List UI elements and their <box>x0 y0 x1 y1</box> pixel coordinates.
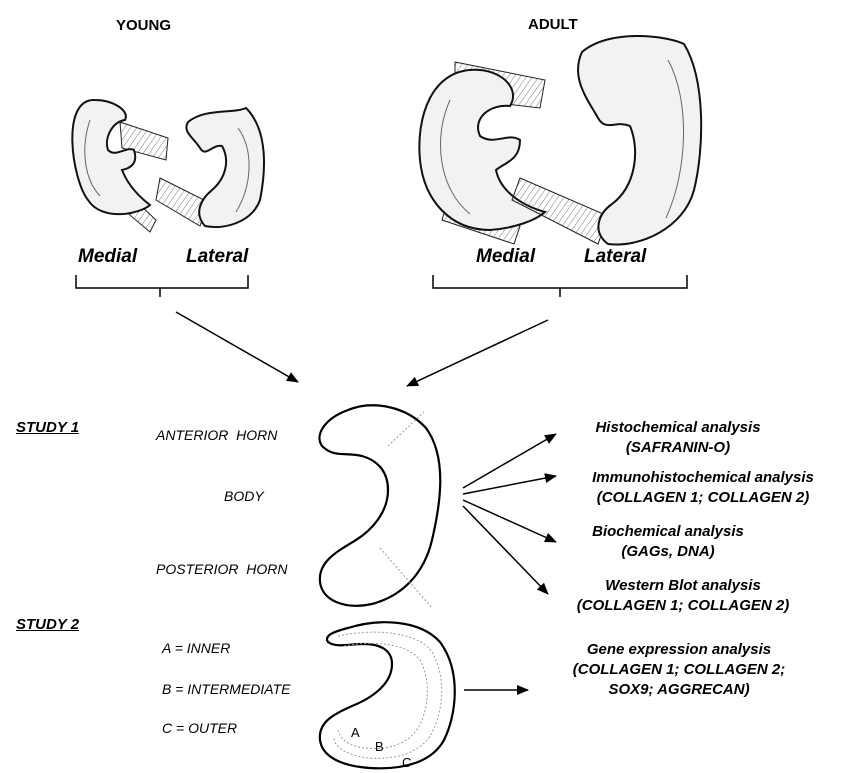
study2-title: STUDY 2 <box>16 617 79 632</box>
study1-meniscus <box>320 405 441 608</box>
zone-letter-b: B <box>375 740 384 753</box>
analysis-gene-expression: Gene expression analysis (COLLAGEN 1; CO… <box>534 640 824 700</box>
analysis-gene-expression-detail-2: SOX9; AGGRECAN) <box>534 680 824 700</box>
adult-menisci-illustration <box>419 36 701 245</box>
young-medial-label: Medial <box>78 247 137 266</box>
analysis-biochemical: Biochemical analysis (GAGs, DNA) <box>558 522 778 562</box>
adult-to-study-arrow <box>407 320 548 386</box>
young-menisci-illustration <box>72 100 264 232</box>
zone-inner: A = INNER <box>162 641 230 655</box>
analysis-biochemical-detail: (GAGs, DNA) <box>558 542 778 562</box>
adult-medial-label: Medial <box>476 247 535 266</box>
analysis-histochemical-name: Histochemical analysis <box>558 418 798 438</box>
region-anterior-horn: ANTERIOR HORN <box>156 428 277 442</box>
young-to-study-arrow <box>176 312 298 382</box>
adult-brace <box>433 275 687 297</box>
young-header: YOUNG <box>116 18 171 33</box>
analysis-immunohistochemical-name: Immunohistochemical analysis <box>558 468 848 488</box>
zone-outer: C = OUTER <box>162 721 237 735</box>
young-medial-meniscus <box>72 100 150 214</box>
study2-meniscus <box>320 622 455 768</box>
analysis-immunohistochemical-detail: (COLLAGEN 1; COLLAGEN 2) <box>558 488 848 508</box>
analysis-biochemical-name: Biochemical analysis <box>558 522 778 542</box>
region-body: BODY <box>224 489 264 503</box>
analysis-western-blot-detail: (COLLAGEN 1; COLLAGEN 2) <box>548 596 818 616</box>
analysis-western-blot-name: Western Blot analysis <box>548 576 818 596</box>
adult-lateral-label: Lateral <box>584 247 646 266</box>
zone-letter-c: C <box>402 756 411 769</box>
region-posterior-horn: POSTERIOR HORN <box>156 562 287 576</box>
young-lateral-label: Lateral <box>186 247 248 266</box>
analysis-western-blot: Western Blot analysis (COLLAGEN 1; COLLA… <box>548 576 818 616</box>
analysis-histochemical: Histochemical analysis (SAFRANIN-O) <box>558 418 798 458</box>
zone-letter-a: A <box>351 726 360 739</box>
analysis-histochemical-detail: (SAFRANIN-O) <box>558 438 798 458</box>
analysis-gene-expression-name: Gene expression analysis <box>534 640 824 660</box>
young-brace <box>76 275 248 297</box>
analysis-immunohistochemical: Immunohistochemical analysis (COLLAGEN 1… <box>558 468 848 508</box>
zone-intermediate: B = INTERMEDIATE <box>162 682 290 696</box>
adult-header: ADULT <box>528 17 578 32</box>
study1-arrows <box>463 434 556 594</box>
analysis-gene-expression-detail-1: (COLLAGEN 1; COLLAGEN 2; <box>534 660 824 680</box>
study1-title: STUDY 1 <box>16 420 79 435</box>
